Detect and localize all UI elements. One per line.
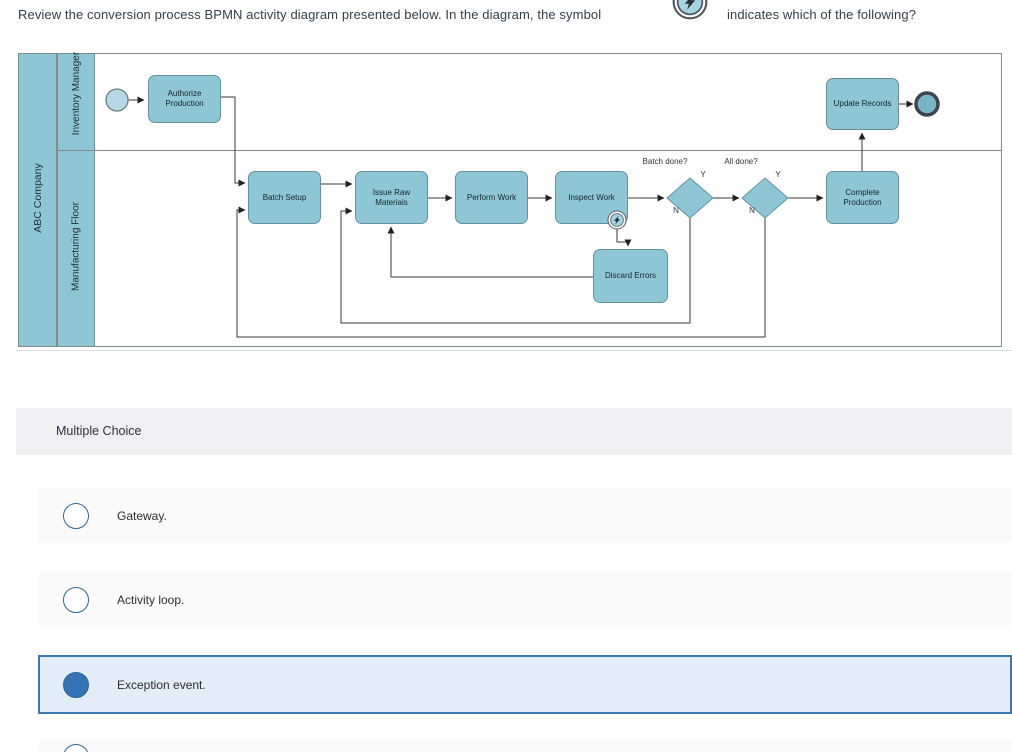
radio-exception-event[interactable] <box>63 671 89 698</box>
question-text-after: indicates which of the following? <box>727 7 917 22</box>
activity-issue-raw-materials: Issue Raw Materials <box>355 171 428 224</box>
activity-discard-errors: Discard Errors <box>593 249 668 303</box>
error-event-icon <box>672 0 708 20</box>
gateway2-yes-label: Y <box>775 170 781 179</box>
pool-band <box>18 53 57 347</box>
question-text-before: Review the conversion process BPMN activ… <box>18 7 602 22</box>
gateway1-yes-label: Y <box>700 170 706 179</box>
gateway2-label: All done? <box>724 157 758 166</box>
activity-update-records: Update Records <box>826 78 899 130</box>
option-row-exception-event[interactable]: Exception event. <box>38 655 1012 714</box>
gateway1-no-label: N <box>673 206 679 215</box>
option-label: Gateway. <box>117 508 167 523</box>
activity-perform-work: Perform Work <box>455 171 528 224</box>
option-row-partial[interactable] <box>38 740 1012 752</box>
lane-divider <box>95 150 1002 151</box>
multiple-choice-header: Multiple Choice <box>16 408 1012 455</box>
activity-batch-setup: Batch Setup <box>248 171 321 224</box>
lane2-label: Manufacturing Floor <box>70 202 82 291</box>
pool-outline <box>18 53 1002 347</box>
activity-authorize-production: Authorize Production <box>148 75 221 123</box>
radio-gateway[interactable] <box>63 502 89 529</box>
option-row-gateway[interactable]: Gateway. <box>38 488 1012 543</box>
lane2-band <box>57 150 95 347</box>
radio-partial[interactable] <box>63 744 89 752</box>
pool-label: ABC Company <box>32 163 44 233</box>
gateway2-no-label: N <box>749 206 755 215</box>
lane1-label: Inventory Manager <box>71 51 82 136</box>
diagram-underline <box>16 350 1012 351</box>
bpmn-diagram: ABC Company Inventory Manager Manufactur… <box>16 52 1002 350</box>
option-row-activity-loop[interactable]: Activity loop. <box>38 572 1012 627</box>
radio-activity-loop[interactable] <box>63 586 89 613</box>
option-label: Activity loop. <box>117 592 185 607</box>
option-label: Exception event. <box>117 677 206 692</box>
activity-inspect-work: Inspect Work <box>555 171 628 224</box>
gateway1-label: Batch done? <box>642 157 688 166</box>
activity-complete-production: Complete Production <box>826 171 899 224</box>
